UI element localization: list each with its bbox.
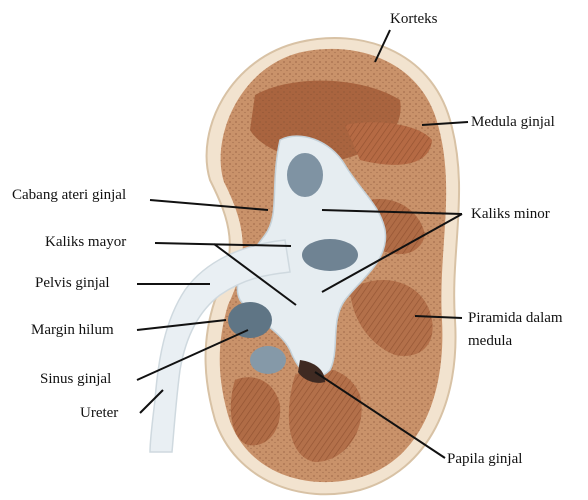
label-korteks: Korteks — [390, 10, 438, 28]
label-piramida-line1: Piramida dalam — [468, 309, 563, 327]
label-margin-hilum: Margin hilum — [31, 321, 114, 339]
label-kaliks-mayor: Kaliks mayor — [45, 233, 126, 251]
label-medula-ginjal: Medula ginjal — [471, 113, 555, 131]
label-kaliks-minor: Kaliks minor — [471, 205, 550, 223]
label-papila-ginjal: Papila ginjal — [447, 450, 522, 468]
sinus-cavity-lower — [228, 302, 272, 338]
label-ureter: Ureter — [80, 404, 118, 422]
label-sinus-ginjal: Sinus ginjal — [40, 370, 111, 388]
sinus-cavity-upper — [287, 153, 323, 197]
label-piramida-line2: medula — [468, 332, 512, 350]
label-cabang-ateri-ginjal: Cabang ateri ginjal — [12, 186, 126, 204]
sinus-cavity-hilum — [250, 346, 286, 374]
sinus-cavity-mid — [302, 239, 358, 271]
label-pelvis-ginjal: Pelvis ginjal — [35, 274, 110, 292]
